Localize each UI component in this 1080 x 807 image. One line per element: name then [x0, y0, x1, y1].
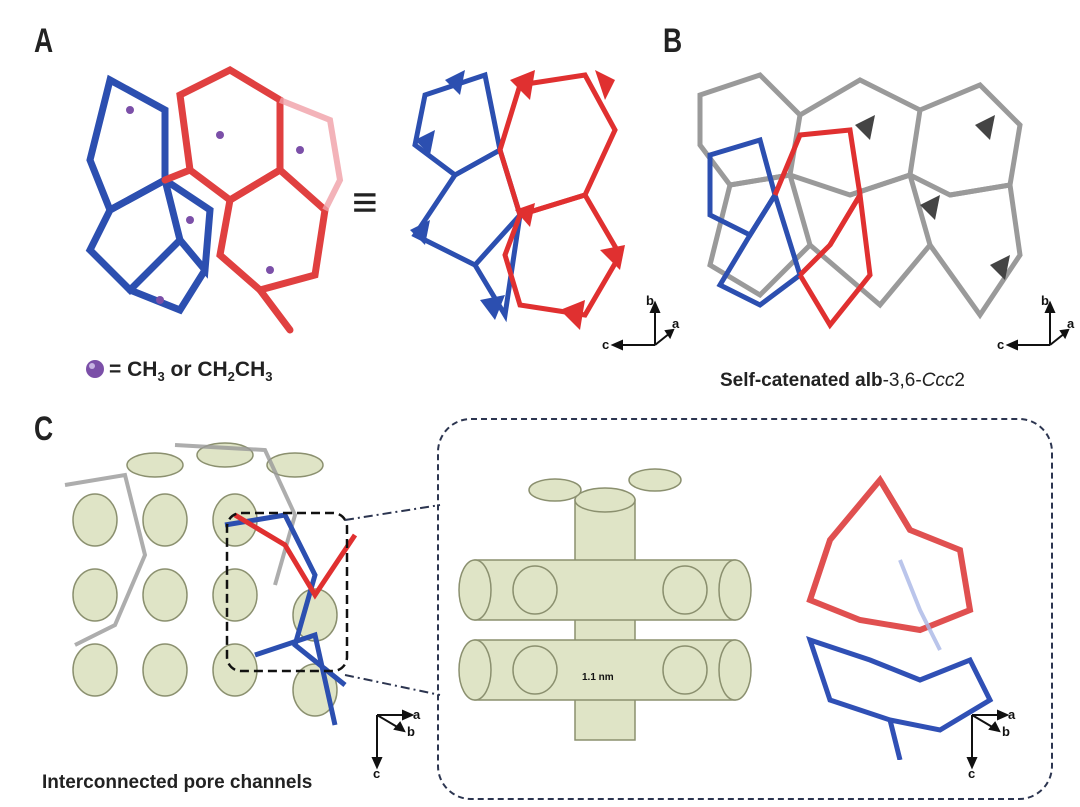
legend-sub-3: 3: [265, 369, 273, 385]
panel-c-pore-channel-block: [64, 442, 358, 726]
axis-label-b: b: [646, 295, 654, 308]
panel-a-molecular-network: [85, 66, 344, 334]
legend-ch-text: CH: [234, 358, 266, 381]
axis-label-c: c: [968, 766, 975, 780]
scale-bar-label: 1.1 nm: [582, 672, 614, 683]
panel-b-catenated-net: [697, 72, 1023, 330]
inset-pore-junction: 1.1 nm: [458, 468, 752, 741]
inset-connector-lines: [344, 504, 441, 696]
axis-label-c: c: [373, 766, 380, 780]
panel-label-c: C: [34, 410, 54, 448]
legend-sub-1: 3: [157, 369, 165, 385]
axis-triad-panel-b: b a c: [997, 295, 1075, 352]
axis-triad-panel-c-left: a b c: [371, 707, 421, 780]
axis-label-a: a: [1067, 316, 1075, 331]
caption-b-number: 2: [954, 370, 965, 391]
axis-label-b: b: [407, 724, 415, 739]
axis-label-a: a: [413, 707, 421, 722]
axis-label-b: b: [1002, 724, 1010, 739]
caption-b-bold: Self-catenated alb: [720, 370, 883, 391]
axis-triad-panel-c-right: a b c: [966, 707, 1016, 780]
axis-label-a: a: [1008, 707, 1016, 722]
panel-label-a: A: [34, 22, 54, 60]
caption-b-space-group: Ccc: [921, 370, 955, 391]
methyl-marker-icon: [86, 360, 104, 378]
zoom-inset-frame: [437, 418, 1053, 800]
caption-panel-c: Interconnected pore channels: [42, 772, 313, 793]
equivalence-symbol: ≡: [352, 178, 378, 227]
inset-molecular-cage: [806, 474, 994, 760]
legend-equals-text: = CH: [109, 358, 158, 381]
axis-label-c: c: [997, 337, 1004, 352]
axis-triad-panel-a: b a c: [602, 295, 680, 352]
axis-label-b: b: [1041, 295, 1049, 308]
axis-label-c: c: [602, 337, 609, 352]
legend-or-text: or CH: [164, 358, 228, 381]
panel-a-topology-net: [410, 70, 625, 330]
caption-panel-b: Self-catenated alb-3,6-Ccc2: [720, 370, 965, 392]
panel-label-b: B: [663, 22, 683, 60]
axis-label-a: a: [672, 316, 680, 331]
legend-sub-2: 2: [227, 369, 235, 385]
methyl-ethyl-legend: = CH3 or CH2CH3: [85, 358, 272, 384]
caption-b-suffix: -3,6-: [882, 370, 922, 391]
